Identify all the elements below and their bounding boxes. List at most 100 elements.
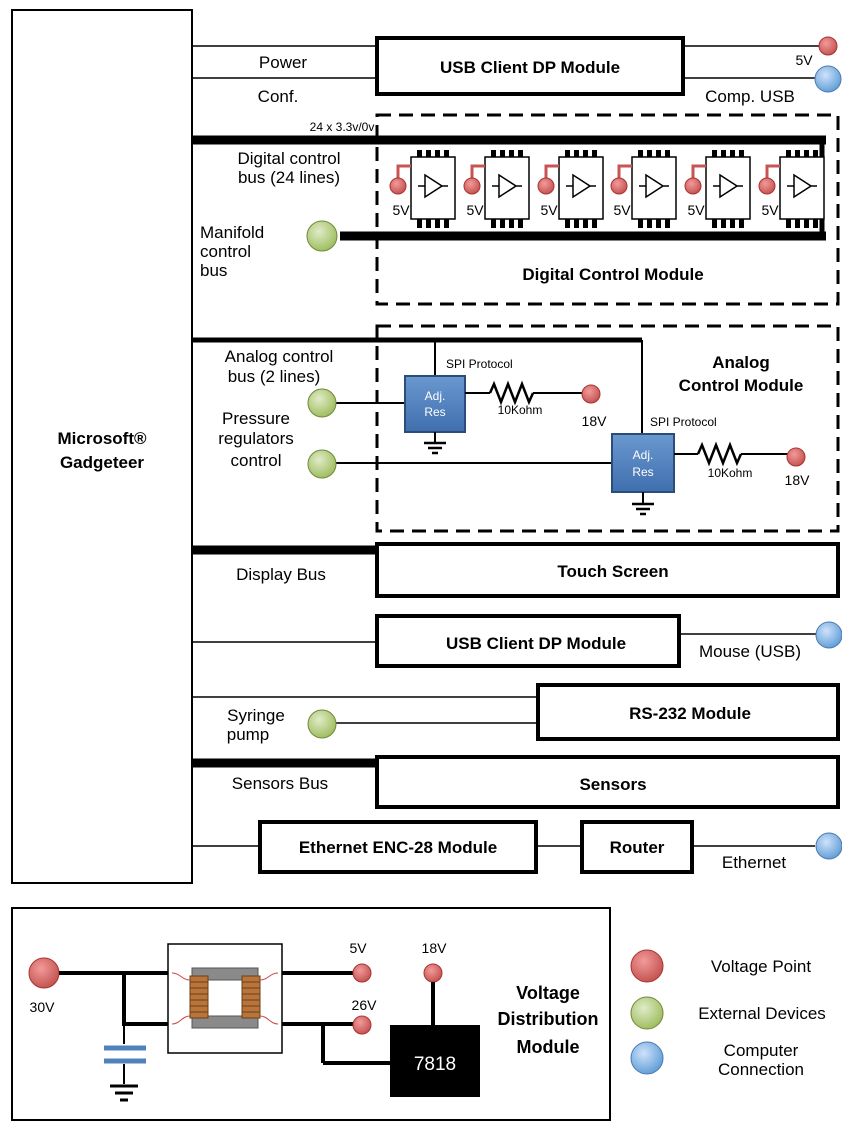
usb-client-top-title: USB Client DP Module [440,58,620,77]
adj-res-2-line1: Adj. [633,448,654,462]
resistor-2-label: 10Kohm [708,466,753,480]
digital-module-title: Digital Control Module [522,265,703,284]
driver-chip: 5V [684,150,751,228]
touch-screen-module [375,542,840,598]
voltage-point-5v-chip [389,177,407,195]
touch-screen-title: Touch Screen [557,562,668,581]
voltage-point-18v-vdm [423,963,443,983]
regulator-7818 [390,1025,480,1097]
voltage-point-5v-chip [610,177,628,195]
legend-voltage-point-icon [630,949,664,983]
analog-control-module [375,324,840,533]
display-bus-label: Display Bus [236,565,326,584]
legend-computer-line2: Connection [718,1060,804,1079]
analog-module-title-line1: Analog [712,353,770,372]
sensors-title: Sensors [579,775,646,794]
chip-5v-label: 5V [392,202,410,218]
chip-5v-label: 5V [466,202,484,218]
analog-bus-label-line1: Analog control [225,347,334,366]
vdm-title-line2: Distribution [498,1009,599,1029]
legend-external-devices: External Devices [698,1004,826,1023]
external-device-syringe [307,709,337,739]
chip-5v-label: 5V [613,202,631,218]
voltage-point-5v-chip [684,177,702,195]
transformer-icon [171,967,279,1029]
ethernet-module-title: Ethernet ENC-28 Module [299,838,497,857]
resistor-1-label: 10Kohm [498,403,543,417]
rs232-title: RS-232 Module [629,704,751,723]
manifold-label-line1: Manifold [200,223,264,242]
power-label: Power [259,53,308,72]
adj-res-2-line2: Res [632,465,653,479]
adj-res-1 [404,375,466,433]
analog-18v-2-label: 18V [785,472,811,488]
sensors-module [375,755,840,809]
adj-res-1-line1: Adj. [425,389,446,403]
voltage-point-5v-top [818,36,838,56]
adj-res-2 [611,433,675,493]
computer-connection-ethernet [815,832,842,860]
digital-bus-label-line2: bus (24 lines) [238,168,340,187]
v26-label: 26V [352,997,378,1013]
usb-client-mouse-title: USB Client DP Module [446,634,626,653]
usb-client-module-top [375,36,685,96]
legend-external-devices-icon [630,996,664,1030]
external-device-pressure [307,449,337,479]
router-label: Router [610,838,665,857]
usb-client-module-mouse [375,614,681,668]
conf-label: Conf. [258,87,299,106]
driver-chip: 5V [610,150,677,228]
voltage-point-5v-chip [463,177,481,195]
v5-label: 5V [349,940,367,956]
resistor-1 [488,380,535,406]
manifold-label-line2: control [200,242,251,261]
adj-res-1-line2: Res [424,405,445,419]
digital-volt-label: 24 x 3.3v/0v [310,120,375,134]
voltage-point-5v-vdm [352,963,372,983]
v30-label: 30V [30,999,56,1015]
syringe-label-line1: Syringe [227,706,285,725]
spi-protocol-2-label: SPI Protocol [650,415,717,429]
usb-top-5v-label: 5V [795,52,813,68]
voltage-point-30v [28,957,60,989]
external-device-manifold [306,220,338,252]
syringe-label-line2: pump [227,725,270,744]
rs232-module [536,683,840,741]
driver-chip: 5V [463,150,530,228]
gadgeteer-label-line2: Gadgeteer [60,453,144,472]
gadgeteer-label-line1: Microsoft® [57,429,147,448]
chip-5v-label: 5V [540,202,558,218]
voltage-point-26v [352,1015,372,1035]
router-box [580,820,694,874]
driver-chip-array: 5V 5V 5V 5V 5V 5V [389,150,825,228]
digital-bus-label-line1: Digital control [238,149,341,168]
driver-chip: 5V [389,150,456,228]
legend-computer-line1: Computer [724,1041,799,1060]
sensors-bus-label: Sensors Bus [232,774,328,793]
manifold-label-line3: bus [200,261,227,280]
spi-protocol-1-label: SPI Protocol [446,357,513,371]
pressure-label-line2: regulators [218,429,294,448]
comp-usb-label: Comp. USB [705,87,795,106]
computer-connection-top [814,65,842,93]
voltage-point-18v-2 [786,447,806,467]
voltage-point-5v-chip [758,177,776,195]
driver-chip: 5V [537,150,604,228]
resistor-2 [696,441,743,467]
chip-5v-label: 5V [761,202,779,218]
voltage-point-18v-1 [581,384,601,404]
pressure-label-line3: control [230,451,281,470]
legend-voltage-point: Voltage Point [711,957,811,976]
driver-chip: 5V [758,150,825,228]
chip-5v-label: 5V [687,202,705,218]
voltage-point-5v-chip [537,177,555,195]
pressure-label-line1: Pressure [222,409,290,428]
computer-connection-mouse [815,621,842,649]
legend-computer-connection-icon [630,1041,664,1075]
v18-label: 18V [422,940,448,956]
analog-module-title-line2: Control Module [679,376,804,395]
ethernet-module [258,820,538,874]
vdm-title-line1: Voltage [516,983,580,1003]
analog-18v-1-label: 18V [582,413,608,429]
